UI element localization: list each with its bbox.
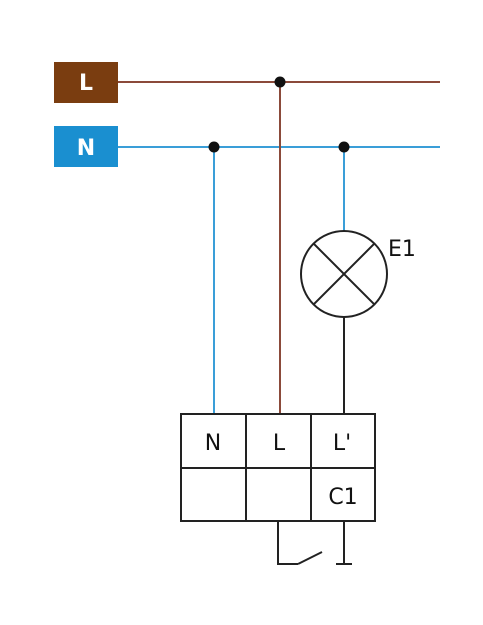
terminal-n-label: N (205, 431, 221, 456)
junction-dot-l (274, 76, 286, 88)
switch-left-lead (277, 521, 298, 565)
terminal-l-label: L (273, 431, 286, 456)
terminal-lprime-label: L' (333, 431, 351, 456)
lamp-label: E1 (388, 237, 416, 262)
n-bus-label: N (77, 136, 95, 161)
lamp-e1 (300, 230, 388, 318)
junction-dot-n-right (338, 141, 350, 153)
n-bus-label-box (54, 126, 118, 167)
switch-lever (297, 551, 323, 565)
terminal-c1-label: C1 (328, 485, 357, 510)
lamp-cross-2 (312, 242, 376, 306)
junction-dot-n-left (208, 141, 220, 153)
l-bus-label-box (54, 62, 118, 103)
switch-contact (277, 521, 352, 565)
terminal-block: N L L' C1 (180, 413, 376, 522)
l-bus-label: L (79, 71, 93, 96)
